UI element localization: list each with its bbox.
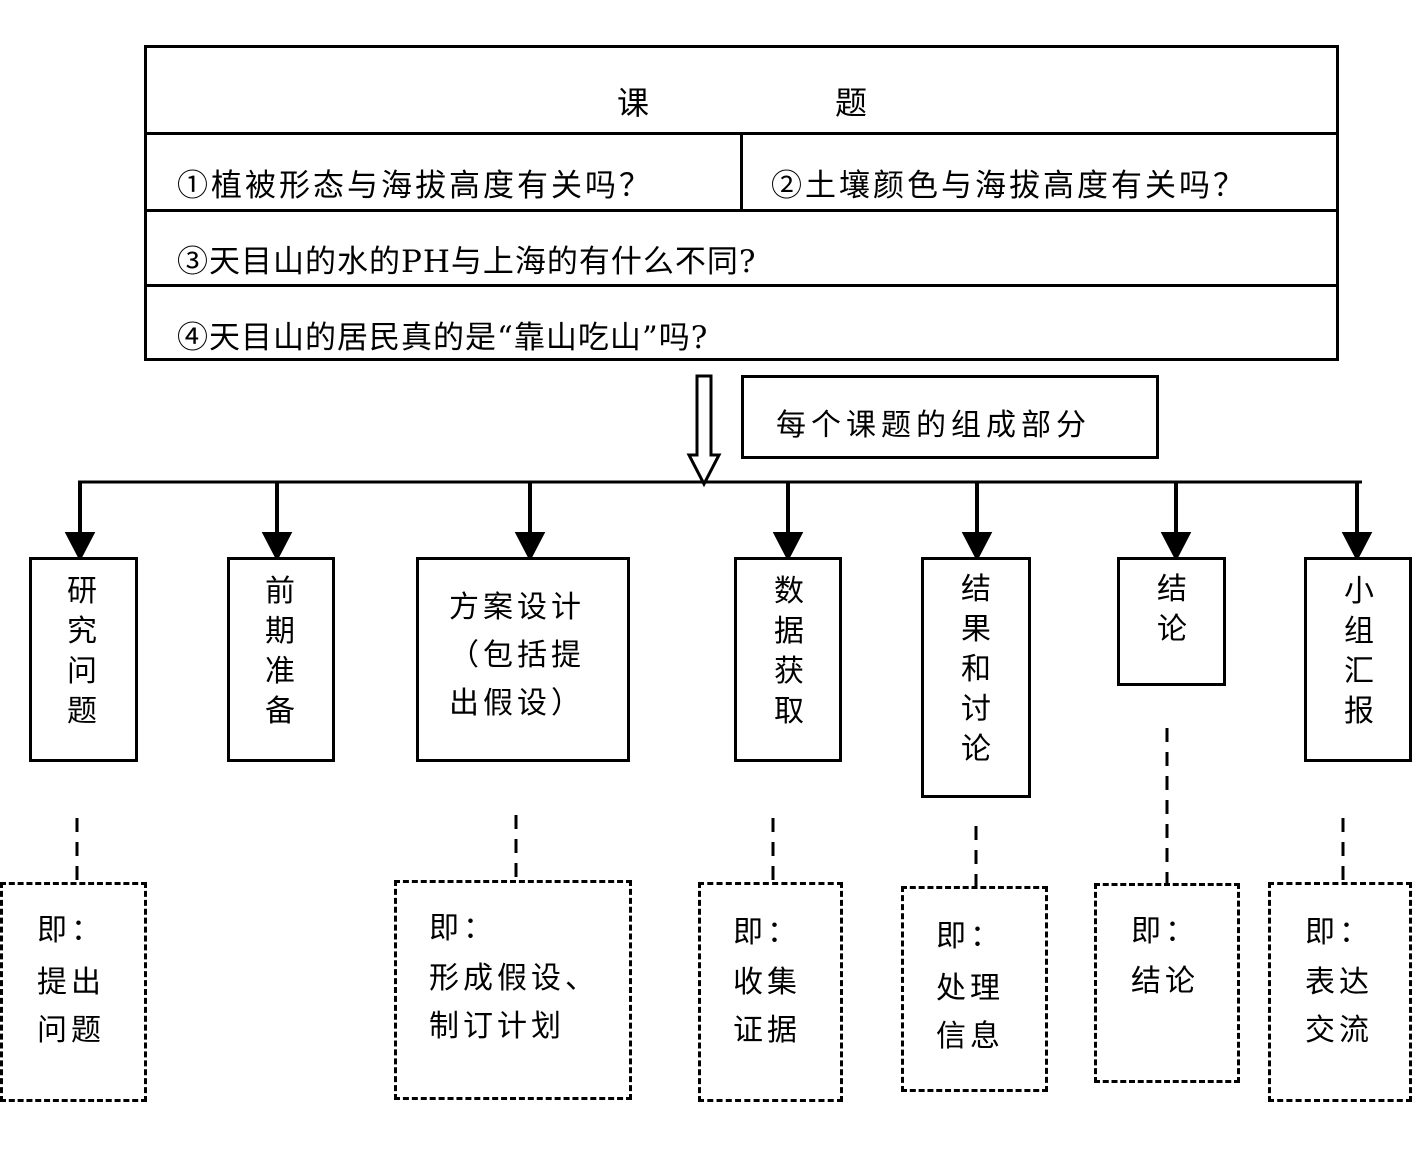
component-label: 方案设计 （包括提 出假设） — [449, 590, 585, 721]
topic-2: ②土壤颜色与海拔高度有关吗？ — [771, 168, 1247, 204]
components-label: 每个课题的组成部分 — [776, 408, 1091, 443]
component-box-research-question: 研究问题 — [29, 557, 138, 762]
note-box-group-report: 即： 表达 交流 — [1268, 882, 1412, 1102]
component-label: 数据获取 — [774, 574, 804, 729]
note-box-data-acquisition: 即： 收集 证据 — [698, 882, 843, 1102]
table-title-right: 题 — [835, 84, 868, 122]
note-text: 结论 — [1131, 964, 1199, 999]
component-label: 结果和讨论 — [961, 572, 991, 767]
table-title-left: 课 — [617, 84, 650, 122]
row-divider-2 — [147, 209, 1336, 212]
note-box-research-question: 即： 提出 问题 — [0, 882, 147, 1102]
component-box-group-report: 小组汇报 — [1304, 557, 1412, 762]
component-label: 前期准备 — [265, 574, 295, 729]
component-box-results-discussion: 结果和讨论 — [921, 557, 1031, 798]
hollow-down-arrow-icon — [686, 374, 722, 488]
components-label-box: 每个课题的组成部分 — [741, 375, 1159, 459]
note-prefix: 即： — [1131, 914, 1199, 949]
component-box-data-acquisition: 数据获取 — [734, 557, 842, 762]
component-box-plan-design: 方案设计 （包括提 出假设） — [416, 557, 630, 762]
component-arrows — [64, 482, 1373, 562]
note-box-results-discussion: 即： 处理 信息 — [901, 886, 1048, 1092]
note-box-conclusion: 即： 结论 — [1094, 883, 1240, 1083]
component-label: 结论 — [1157, 572, 1187, 647]
component-box-conclusion: 结论 — [1117, 557, 1226, 686]
component-box-preparation: 前期准备 — [227, 557, 335, 762]
note-prefix: 即： — [733, 915, 801, 950]
note-prefix: 即： — [936, 919, 1004, 954]
note-prefix: 即： — [429, 911, 497, 946]
topic-3: ③天目山的水的PH与上海的有什么不同? — [177, 244, 757, 280]
note-prefix: 即： — [1305, 915, 1373, 950]
note-text: 形成假设、 制订计划 — [429, 961, 599, 1044]
note-text: 收集 证据 — [733, 965, 801, 1048]
col-divider — [740, 132, 743, 210]
note-text: 提出 问题 — [37, 965, 105, 1048]
component-label: 研究问题 — [67, 574, 97, 729]
note-text: 表达 交流 — [1305, 965, 1373, 1048]
component-label: 小组汇报 — [1344, 574, 1374, 729]
topics-table: 课 题 ①植被形态与海拔高度有关吗？ ②土壤颜色与海拔高度有关吗？ ③天目山的水… — [144, 45, 1339, 361]
topic-4: ④天目山的居民真的是“靠山吃山”吗? — [177, 320, 709, 356]
note-box-plan-design: 即： 形成假设、 制订计划 — [394, 880, 632, 1100]
row-divider-3 — [147, 284, 1336, 287]
note-prefix: 即： — [37, 913, 105, 948]
note-text: 处理 信息 — [936, 971, 1004, 1054]
dashed-connectors — [75, 728, 1345, 886]
topic-1: ①植被形态与海拔高度有关吗？ — [177, 168, 653, 204]
